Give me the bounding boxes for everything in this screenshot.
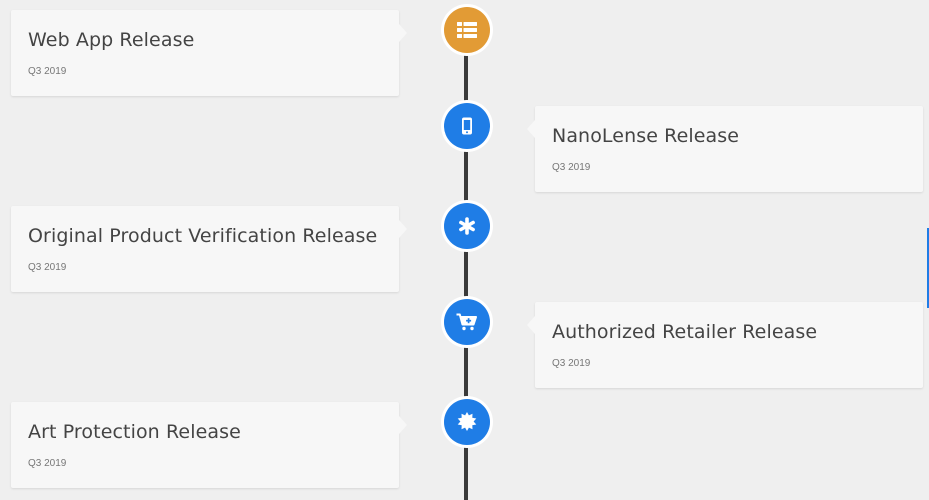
timeline-node — [441, 100, 493, 152]
list-icon — [457, 22, 477, 38]
asterisk-icon — [459, 217, 475, 235]
timeline-node-badge — [444, 399, 490, 445]
timeline-card-title: Web App Release — [28, 29, 195, 51]
timeline-entry-art-protection: Art Protection Release Q3 2019 — [0, 392, 929, 488]
timeline-card: Authorized Retailer Release Q3 2019 — [527, 302, 923, 388]
timeline-node-badge — [444, 203, 490, 249]
timeline-card: Original Product Verification Release Q3… — [11, 206, 407, 292]
timeline-spine — [464, 30, 468, 500]
cart-plus-icon — [456, 313, 477, 331]
timeline-entry-nanolense: NanoLense Release Q3 2019 — [0, 96, 929, 192]
timeline-card: NanoLense Release Q3 2019 — [527, 106, 923, 192]
timeline-entry-product-verification: Original Product Verification Release Q3… — [0, 196, 929, 292]
timeline-node-badge — [444, 103, 490, 149]
timeline-card-date: Q3 2019 — [552, 162, 591, 173]
timeline-node-badge — [444, 7, 490, 53]
timeline-card-date: Q3 2019 — [28, 262, 67, 273]
timeline-card-title: NanoLense Release — [552, 125, 740, 147]
timeline-card-title: Original Product Verification Release — [28, 225, 378, 247]
timeline-node — [441, 296, 493, 348]
scroll-edge-indicator — [927, 228, 929, 308]
timeline-card-date: Q3 2019 — [28, 458, 67, 469]
mobile-icon — [462, 117, 472, 135]
timeline-node — [441, 4, 493, 56]
timeline-entry-authorized-retailer: Authorized Retailer Release Q3 2019 — [0, 292, 929, 388]
timeline-node-badge — [444, 299, 490, 345]
timeline-card-title: Authorized Retailer Release — [552, 321, 818, 343]
timeline-card: Art Protection Release Q3 2019 — [11, 402, 407, 488]
timeline-entry-web-app: Web App Release Q3 2019 — [0, 0, 929, 96]
timeline-node — [441, 396, 493, 448]
timeline-node — [441, 200, 493, 252]
timeline-card-date: Q3 2019 — [28, 66, 67, 77]
certificate-icon — [457, 412, 477, 431]
timeline-card-title: Art Protection Release — [28, 421, 241, 443]
timeline-card: Web App Release Q3 2019 — [11, 10, 407, 96]
timeline-card-date: Q3 2019 — [552, 358, 591, 369]
